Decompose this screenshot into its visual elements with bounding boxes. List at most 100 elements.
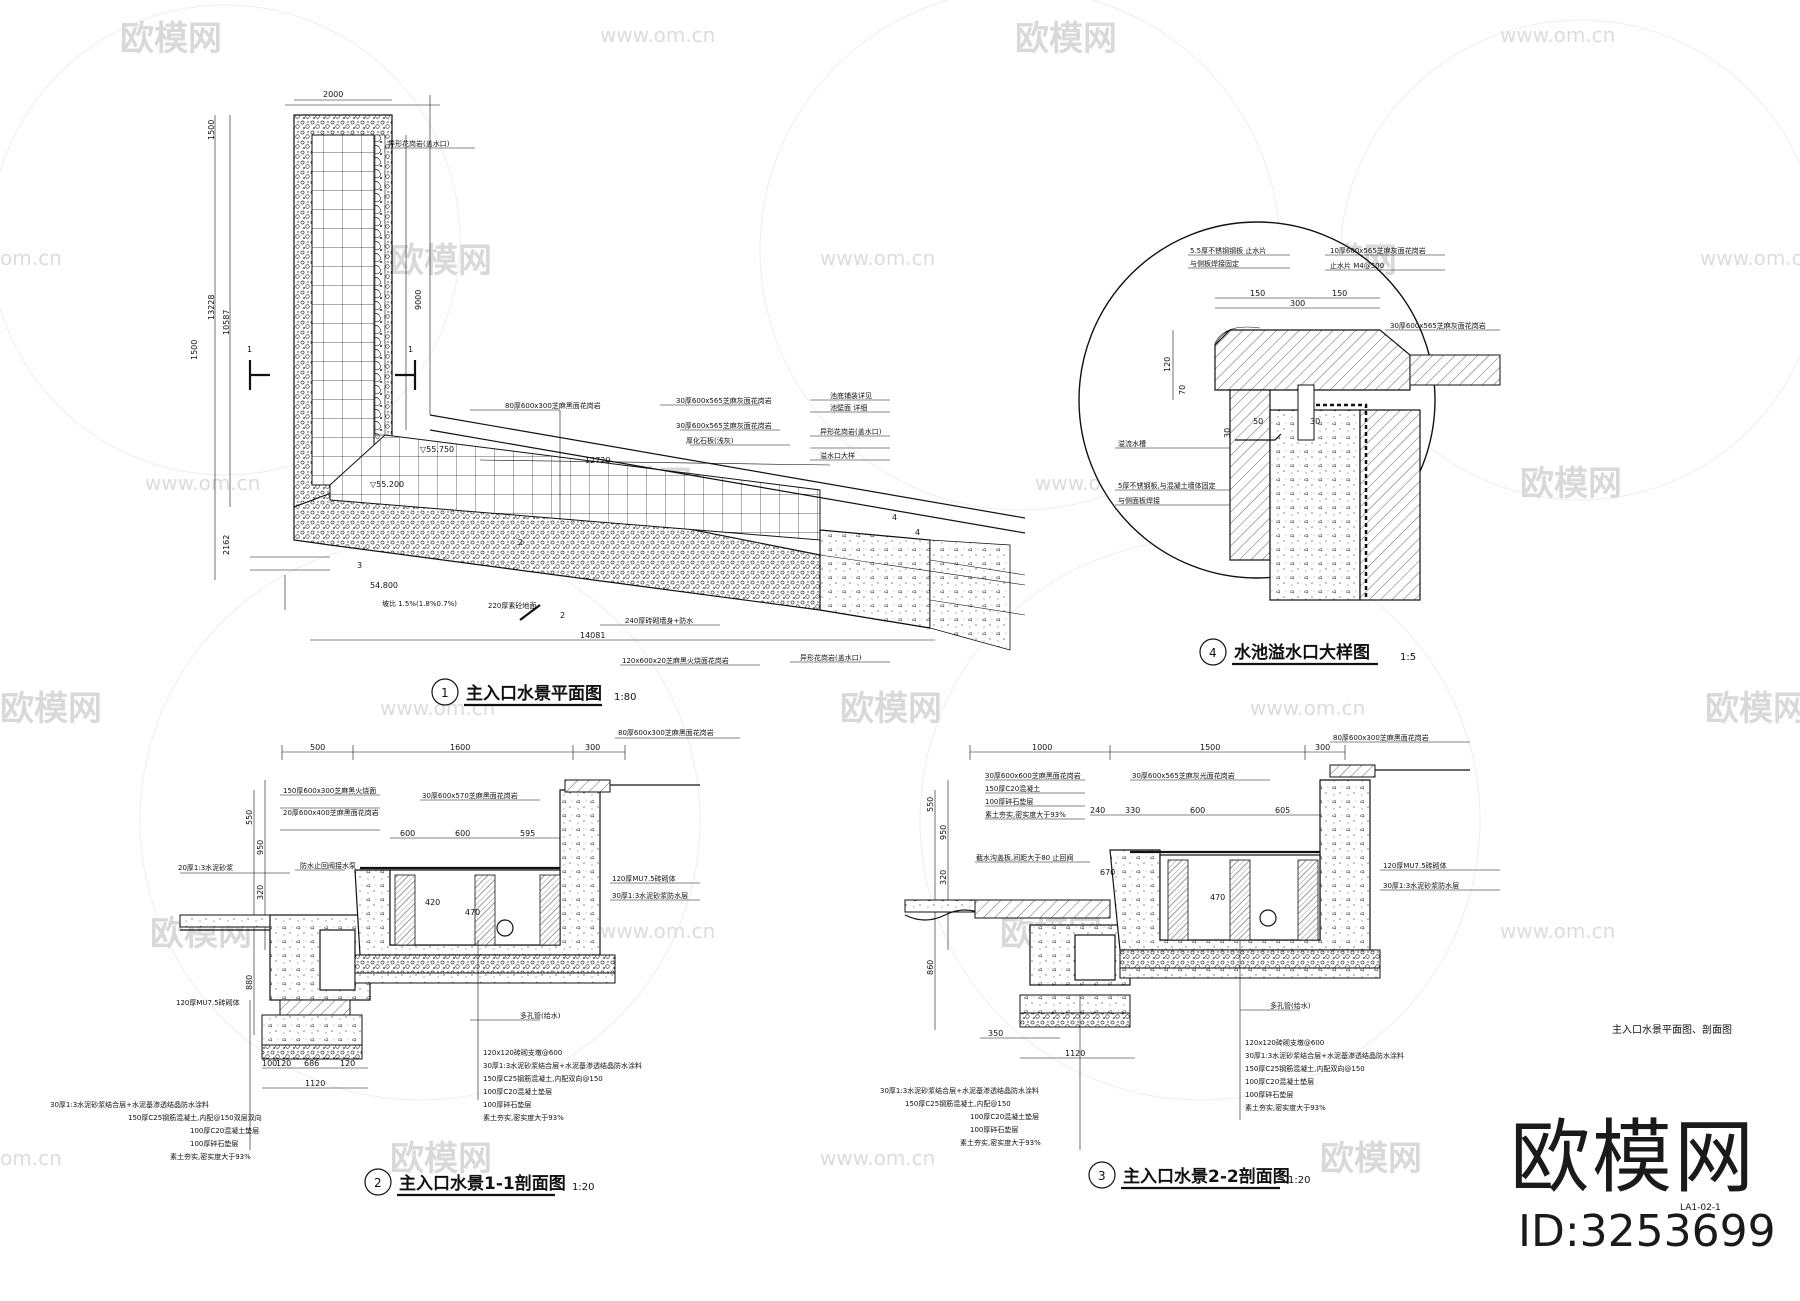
sec1-dim: 880 (245, 975, 254, 990)
plan-note: 异形花岗岩(盖水口) (800, 653, 862, 662)
sec1-note: 80厚600x300芝麻黑面花岗岩 (618, 728, 714, 737)
sec2-title: 主入口水景2-2剖面图 (1123, 1166, 1290, 1187)
sec1-dim: 300 (585, 743, 600, 752)
section-mark: 1 (247, 345, 252, 354)
watermark-brand: 欧模网 (390, 1139, 492, 1179)
sec2-note: 120厚MU7.5砖砌体 (1383, 861, 1447, 870)
plan-dim: 1500 (207, 120, 216, 140)
detail-scale: 1:5 (1400, 652, 1416, 663)
watermark-brand: 欧模网 (1015, 19, 1117, 59)
sec1-note: 120厚MU7.5砖砌体 (176, 998, 240, 1007)
sec2-dim: 330 (1125, 806, 1140, 815)
watermark-url: www.om.cn (1700, 246, 1800, 270)
plan-dim: 1500 (190, 340, 199, 360)
sec1-note: 30厚1:3水泥砂浆防水层 (612, 891, 688, 900)
sec2-dim: 300 (1315, 743, 1330, 752)
plan-dim: 2162 (222, 535, 231, 555)
plan-note: 厚化石板(浅灰) (686, 436, 734, 445)
sec1-dim: 600 (455, 829, 470, 838)
sec2-note: 30厚600x600芝麻黑面花岗岩 (985, 771, 1081, 780)
watermark-url: www.om.cn (1250, 696, 1365, 720)
watermark-url: om.cn (0, 246, 62, 270)
sec2-note: 100厚碎石垫层 (1245, 1090, 1293, 1099)
plan-tiles-diagonal (329, 434, 821, 541)
sec1-note: 100厚C20混凝土垫层 (190, 1126, 259, 1135)
sec1-scale: 1:20 (572, 1182, 594, 1193)
plan-note: 坡比 1.5%(1.8%0.7%) (382, 599, 457, 608)
sec2-dim: 670 (1100, 868, 1115, 877)
plan-note: 池底铺装详见 (830, 391, 872, 400)
sec1-title-number: 2 (374, 1176, 382, 1190)
sec2-note: 素土夯实,密实度大于93% (960, 1138, 1041, 1147)
sec1-dim: 950 (256, 840, 265, 855)
sec2-note: 多孔管(给水) (1270, 1001, 1311, 1010)
plan-note: 30厚600x565芝麻灰面花岗岩 (676, 396, 772, 405)
sec1-note: 30厚600x570芝麻黑面花岗岩 (422, 791, 518, 800)
sec2-note: 100厚C20混凝土垫层 (970, 1112, 1039, 1121)
sec2-dim: 1000 (1032, 743, 1052, 752)
plan-elevation: ▽55.200 (370, 480, 404, 489)
sec1-note: 多孔管(给水) (520, 1011, 561, 1020)
watermark-layer: 欧模网 欧模网 欧模网 欧模网 欧模网 欧模网 欧模网 欧模网 欧模网 欧模网 … (0, 0, 1800, 1179)
sec1-note: 120x120砖砌支墩@600 (483, 1048, 562, 1057)
detail-note: 与侧面板焊接 (1118, 496, 1160, 505)
detail-title: 水池溢水口大样图 (1234, 642, 1370, 663)
sec2-note: 100厚C20混凝土垫层 (1245, 1077, 1314, 1086)
sec2-dim: 470 (1210, 893, 1225, 902)
sec1-dim: 550 (245, 810, 254, 825)
watermark-brand: 欧模网 (0, 689, 102, 729)
plan-scale: 1:80 (614, 692, 636, 703)
watermark-brand: 欧模网 (120, 19, 222, 59)
sec1-title: 主入口水景1-1剖面图 (399, 1173, 566, 1194)
sec1-title-badge (364, 1168, 392, 1196)
sec2-dim: 860 (926, 960, 935, 975)
brand-id: ID:3253699 (1518, 1206, 1776, 1257)
watermark-brand: 欧模网 (840, 689, 942, 729)
sec1-note: 20厚600x400芝麻黑面花岗岩 (283, 808, 379, 817)
sec2-note: 素土夯实,密实度大于93% (1245, 1103, 1326, 1112)
sec1-dim: 500 (310, 743, 325, 752)
section-mark: 3 (357, 561, 362, 570)
detail-note: 10厚600x565芝麻灰面花岗岩 (1330, 246, 1426, 255)
detail-wall-left (1229, 389, 1271, 561)
detail-drawing: 300 150 150 120 70 30 50 30 5.5厚不锈钢钢板 止水… (1078, 221, 1501, 666)
plan-note: 溢水口大样 (820, 451, 855, 460)
detail-dim: 50 (1253, 417, 1263, 426)
plan-elev-dim: 54.800 (370, 581, 398, 590)
detail-title-badge (1199, 638, 1227, 666)
section-mark: 1 (408, 345, 413, 354)
sec1-note: 30厚1:3水泥砂浆结合层+水泥基渗透结晶防水涂料 (483, 1061, 642, 1070)
plan-note: 异形花岗岩(盖水口) (820, 427, 882, 436)
plan-title-badge (431, 678, 459, 706)
sec2-dim: 240 (1090, 806, 1105, 815)
detail-dim: 30 (1223, 428, 1232, 438)
section-2-2-drawing: 1000 1500 300 550 950 320 860 470 (880, 733, 1500, 1190)
sec2-note: 截水沟盖板,间距大于80 止回阀 (976, 853, 1073, 862)
detail-slab (1409, 354, 1501, 386)
sec2-note: 80厚600x300芝麻黑面花岗岩 (1333, 733, 1429, 742)
sec2-note: 素土夯实,密实度大于93% (985, 810, 1066, 819)
sec2-title-badge (1088, 1161, 1116, 1189)
sheet-caption: 主入口水景平面图、剖面图 (1612, 1023, 1732, 1036)
plan-note: 80厚600x300芝麻黑面花岗岩 (505, 401, 601, 410)
plan-elevation: ▽55.750 (420, 445, 454, 454)
section-mark: 2 (560, 611, 565, 620)
detail-dim: 300 (1290, 299, 1305, 308)
sec1-dim: 1600 (450, 743, 470, 752)
plan-note: 240厚砖砌墙身+防水 (625, 616, 693, 625)
detail-dim: 70 (1178, 385, 1187, 395)
detail-note: 5厚不锈钢板,与混凝土墙体固定 (1118, 481, 1216, 490)
sec1-note: 150厚C25钢筋混凝土,内配双向@150 (483, 1074, 603, 1083)
sec2-scale: 1:20 (1288, 1175, 1310, 1186)
plan-dim: 10587 (222, 310, 231, 335)
sec1-dim: 470 (465, 908, 480, 917)
sec2-note: 100厚碎石垫层 (970, 1125, 1018, 1134)
sec2-note: 100厚碎石垫层 (985, 797, 1033, 806)
detail-note: 与侧板焊接固定 (1190, 259, 1239, 268)
plan-note: 120x600x20芝麻黑火烧面花岗岩 (622, 656, 729, 665)
sheet-number: LA1-02-1 (1680, 1203, 1721, 1213)
plan-stone-strip (374, 134, 386, 436)
detail-title-number: 4 (1209, 646, 1217, 660)
brand-stamp: 欧模网 ID:3253699 (1510, 1118, 1800, 1298)
